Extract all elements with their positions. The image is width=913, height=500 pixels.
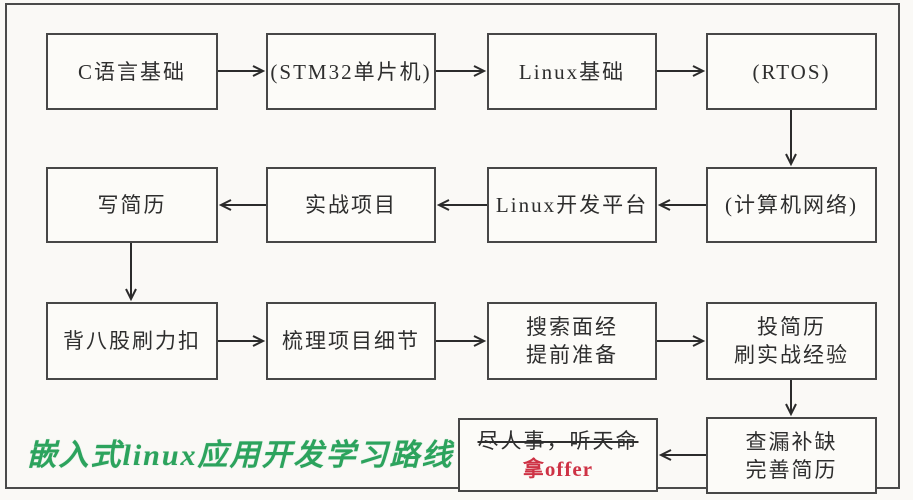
flow-node-label: (STM32单片机) <box>270 59 432 84</box>
flow-node-search-interview-notes: 搜索面经提前准备 <box>487 302 657 380</box>
flow-node-label: C语言基础 <box>77 59 186 84</box>
flow-node-c-language-basics: C语言基础 <box>46 33 218 110</box>
flow-node-stm32-mcu: (STM32单片机) <box>266 33 436 110</box>
flow-node-label: 实战项目 <box>305 193 397 217</box>
flow-node-offer: 尽人事，听天命拿offer <box>458 418 658 492</box>
flow-node-linux-dev-platform: Linux开发平台 <box>487 167 657 243</box>
flow-node-check-gaps: 查漏补缺完善简历 <box>706 417 877 494</box>
flow-node-label: 搜索面经 <box>526 315 618 339</box>
flow-node-label: Linux开发平台 <box>495 193 649 217</box>
flow-node-label: 投简历 <box>757 315 826 339</box>
flow-node-label: 完善简历 <box>745 457 838 482</box>
flow-node-label: 拿offer <box>522 457 594 481</box>
flow-node-label: 梳理项目细节 <box>282 329 420 353</box>
flow-node-computer-network: (计算机网络) <box>706 167 877 243</box>
flow-node-label: Linux基础 <box>518 59 626 84</box>
flow-node-label: 写简历 <box>97 193 167 217</box>
flow-node-sort-project-details: 梳理项目细节 <box>266 302 436 380</box>
flow-node-write-resume: 写简历 <box>46 167 218 243</box>
roadmap-title: 嵌入式linux应用开发学习路线 <box>26 439 454 472</box>
flow-node-send-resume: 投简历刷实战经验 <box>706 302 877 380</box>
flow-node-label: 提前准备 <box>526 343 618 367</box>
flow-node-practical-projects: 实战项目 <box>266 167 436 243</box>
flow-node-label: 尽人事，听天命 <box>477 429 639 453</box>
flow-node-label: 查漏补缺 <box>745 429 838 454</box>
outer-frame <box>5 3 900 489</box>
flow-node-label: (计算机网络) <box>725 193 858 217</box>
flow-node-memorize-leetcode: 背八股刷力扣 <box>46 302 218 380</box>
flow-node-label: 刷实战经验 <box>734 343 849 367</box>
flow-node-rtos: (RTOS) <box>706 33 877 110</box>
flow-node-linux-basics: Linux基础 <box>487 33 657 110</box>
flow-node-label: 背八股刷力扣 <box>63 329 201 353</box>
flow-node-label: (RTOS) <box>752 59 831 84</box>
